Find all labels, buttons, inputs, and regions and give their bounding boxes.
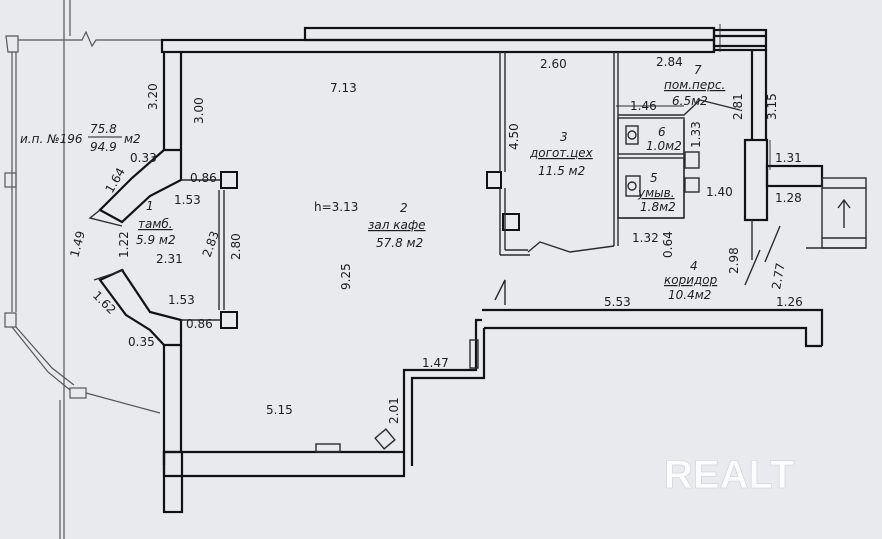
- dim-label: 1.26: [776, 295, 803, 309]
- ceiling-height-label: h=3.13: [314, 200, 358, 214]
- dim-label: 1.28: [775, 191, 802, 205]
- room-7-number: 7: [694, 63, 702, 77]
- room-4-number: 4: [690, 259, 698, 273]
- room-1-name: тамб.: [138, 217, 173, 231]
- dim-label: 2.98: [727, 247, 741, 274]
- dim-label: 5.53: [604, 295, 631, 309]
- partitions: [88, 52, 867, 453]
- dim-label: 1.32: [632, 231, 659, 245]
- dim-label: 1.47: [422, 356, 449, 370]
- unit-area-top: 75.8: [90, 122, 117, 136]
- dimension-labels: 7.13 2.60 2.84 3.20 3.00 0.33 1.64 0.86 …: [67, 55, 802, 424]
- exterior-outline: [4, 0, 165, 539]
- dim-label: 1.53: [168, 293, 195, 307]
- dimension-lines: [616, 24, 771, 170]
- room-5-number: 5: [650, 171, 658, 185]
- room-1-number: 1: [146, 199, 154, 213]
- dim-label: 9.25: [339, 263, 353, 290]
- dim-label: 1.49: [67, 229, 87, 258]
- room-4-area: 10.4м2: [668, 288, 711, 302]
- dim-label: 3.20: [146, 83, 160, 110]
- dim-label: 0.86: [190, 171, 217, 185]
- room-3-area: 11.5 м2: [538, 164, 585, 178]
- room-2-name: зал кафе: [368, 218, 425, 232]
- dim-label: 2.77: [769, 262, 787, 291]
- unit-area-unit: м2: [124, 132, 141, 146]
- dim-label: 1.33: [689, 121, 703, 148]
- dim-label: 1.31: [775, 151, 802, 165]
- room-6-number: 6: [658, 125, 666, 139]
- room-2-area: 57.8 м2: [376, 236, 423, 250]
- walls: [98, 26, 824, 514]
- dim-label: 1.46: [630, 99, 657, 113]
- dim-label: 0.64: [661, 231, 675, 258]
- dim-label: 5.15: [266, 403, 293, 417]
- dim-label: 2.01: [387, 397, 401, 424]
- unit-info: и.п. №196 75.8 94.9 м2: [20, 122, 141, 154]
- dim-label: 1.22: [117, 231, 131, 258]
- realt-watermark: REALT: [664, 453, 794, 497]
- dim-label: 3.00: [192, 97, 206, 124]
- room-7-area: 6.5м2: [672, 94, 708, 108]
- room-6-area: 1.0м2: [646, 139, 682, 153]
- dim-label: 2.84: [656, 55, 683, 69]
- dim-label: 4.50: [507, 123, 521, 150]
- dim-label: 3.15: [765, 93, 779, 120]
- dim-label: 0.33: [130, 151, 157, 165]
- dim-label: 7.13: [330, 81, 357, 95]
- room-4-name: коридор: [664, 273, 718, 287]
- dim-label: 2.81: [731, 93, 745, 120]
- room-1-area: 5.9 м2: [136, 233, 176, 247]
- room-7-name: пом.перс.: [664, 78, 725, 92]
- room-5-name: умыв.: [637, 186, 675, 200]
- room-2-number: 2: [400, 201, 408, 215]
- dim-label: 2.60: [540, 57, 567, 71]
- room-3-number: 3: [560, 130, 568, 144]
- room-labels: 1 тамб. 5.9 м2 2 зал кафе 57.8 м2 3 дого…: [136, 63, 725, 302]
- room-5-area: 1.8м2: [640, 200, 676, 214]
- dim-label: 0.35: [128, 335, 155, 349]
- room-3-name: догот.цех: [529, 146, 594, 160]
- dim-label: 2.31: [156, 252, 183, 266]
- unit-number-label: и.п. №196: [20, 132, 83, 146]
- dim-label: 1.40: [706, 185, 733, 199]
- dim-label: 1.53: [174, 193, 201, 207]
- dim-label: 2.80: [229, 233, 243, 260]
- dim-label: 0.86: [186, 317, 213, 331]
- unit-area-bottom: 94.9: [90, 140, 117, 154]
